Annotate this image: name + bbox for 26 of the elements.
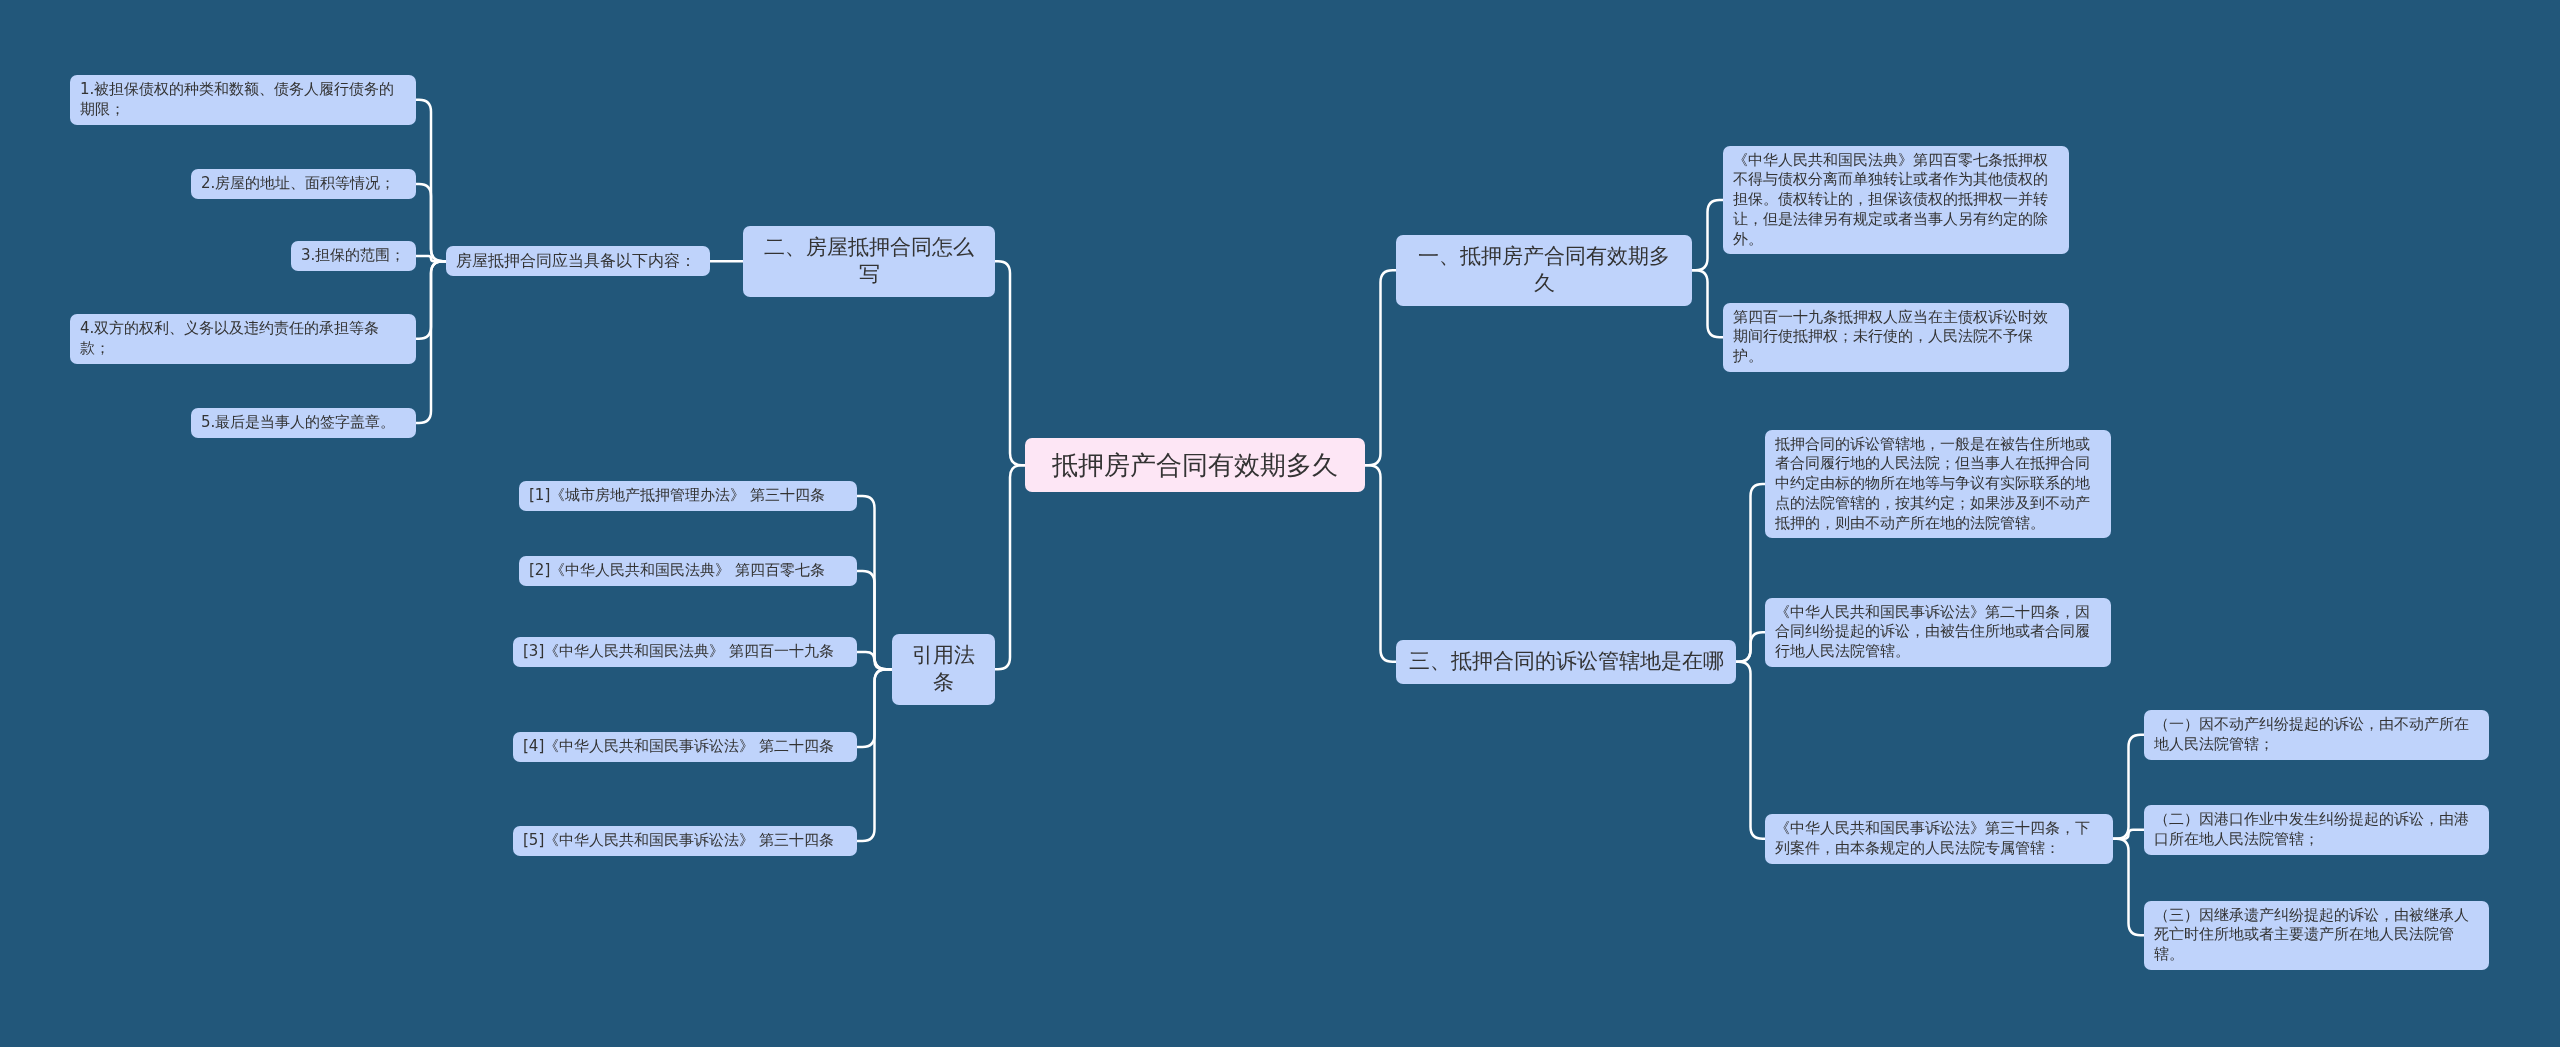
detail-box: （二）因港口作业中发生纠纷提起的诉讼，由港口所在地人民法院管辖；: [2144, 805, 2489, 855]
connector-line: [1736, 660, 1765, 841]
topic-box: 一、抵押房产合同有效期多久: [1396, 234, 1692, 306]
topic-box: 三、抵押合同的诉讼管辖地是在哪: [1396, 640, 1736, 684]
detail-box: 《中华人民共和国民法典》第四百零七条抵押权不得与债权分离而单独转让或者作为其他债权的担保。债权转让的，担保该债权的抵押权一并转让，但是法律另有规定或者当事人另有约定的除外。: [1723, 145, 2069, 255]
detail-box: 《中华人民共和国民事诉讼法》第三十四条，下列案件，由本条规定的人民法院专属管辖：: [1765, 814, 2113, 864]
detail-box: （一）因不动产纠纷提起的诉讼，由不动产所在地人民法院管辖；: [2144, 710, 2489, 760]
detail-box: 4.双方的权利、义务以及违约责任的承担等条款；: [70, 314, 416, 364]
root-topic-box: 抵押房产合同有效期多久: [1025, 438, 1365, 493]
detail-box: 3.担保的范围；: [291, 241, 416, 271]
connector-line: [710, 259, 743, 263]
subtopic-box: 房屋抵押合同应当具备以下内容：: [446, 246, 710, 277]
detail-box: 2.房屋的地址、面积等情况；: [191, 169, 416, 199]
detail-box: 5.最后是当事人的签字盖章。: [191, 408, 416, 438]
detail-box: [5]《中华人民共和国民事诉讼法》 第三十四条: [513, 826, 857, 856]
detail-box: 1.被担保债权的种类和数额、债务人履行债务的期限；: [70, 75, 416, 125]
detail-box: 抵押合同的诉讼管辖地，一般是在被告住所地或者合同履行地的人民法院；但当事人在抵押合同中约定由标的物所在地等与争议有实际联系的地点的法院管辖的，按其约定；如果涉及到不动产抵押的，则由不动产所在地的法院管辖。: [1765, 429, 2111, 539]
detail-box: （三）因继承遗产纠纷提起的诉讼，由被继承人死亡时住所地或者主要遗产所在地人民法院管辖。: [2144, 900, 2489, 970]
detail-box: [2]《中华人民共和国民法典》 第四百零七条: [519, 556, 857, 586]
topic-box: 引用法条: [892, 633, 995, 705]
detail-box: [3]《中华人民共和国民法典》 第四百一十九条: [513, 637, 857, 667]
detail-box: 《中华人民共和国民事诉讼法》第二十四条，因合同纠纷提起的诉讼，由被告住所地或者合同履行地人民法院管辖。: [1765, 597, 2111, 667]
detail-box: [4]《中华人民共和国民事诉讼法》 第二十四条: [513, 732, 857, 762]
detail-box: 第四百一十九条抵押权人应当在主债权诉讼时效期间行使抵押权；未行使的，人民法院不予保护。: [1723, 302, 2069, 372]
topic-box: 二、房屋抵押合同怎么写: [743, 225, 995, 297]
detail-box: [1]《城市房地产抵押管理办法》 第三十四条: [519, 481, 857, 511]
